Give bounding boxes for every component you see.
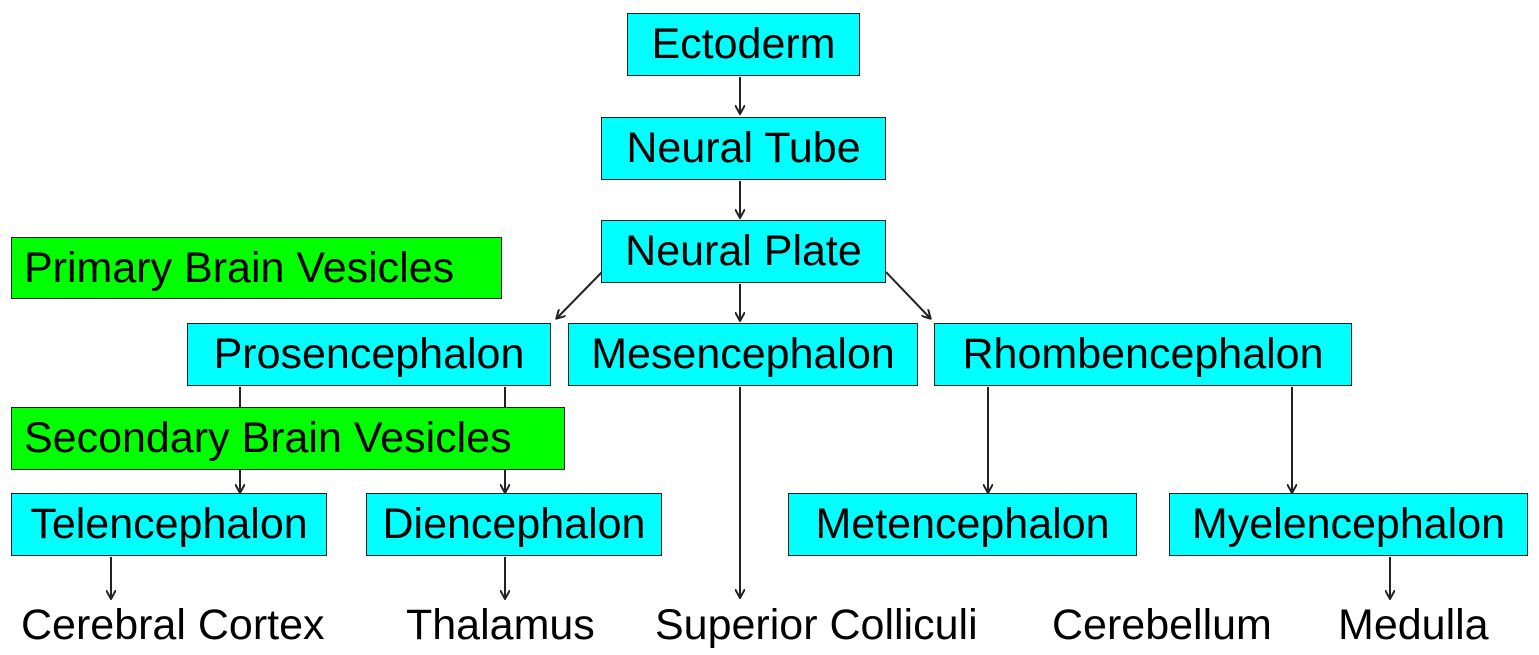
label-secondary-brain-vesicles-text: Secondary Brain Vesicles [24,414,512,462]
leaf-superior-colliculi: Superior Colliculi [655,601,978,649]
node-rhombencephalon-label: Rhombencephalon [962,330,1324,378]
node-diencephalon: Diencephalon [366,493,662,556]
node-diencephalon-label: Diencephalon [382,500,646,548]
node-mesencephalon: Mesencephalon [568,323,918,386]
node-myelencephalon: Myelencephalon [1169,493,1528,556]
leaf-cerebral-cortex: Cerebral Cortex [21,601,325,649]
node-neural-tube: Neural Tube [601,117,886,180]
node-neural-plate-label: Neural Plate [625,227,862,275]
leaf-thalamus: Thalamus [406,601,595,649]
node-prosencephalon: Prosencephalon [187,323,551,386]
node-myelencephalon-label: Myelencephalon [1191,500,1506,548]
node-ectoderm-label: Ectoderm [651,20,836,68]
label-primary-brain-vesicles-text: Primary Brain Vesicles [24,243,455,292]
node-rhombencephalon: Rhombencephalon [934,323,1352,386]
label-secondary-brain-vesicles: Secondary Brain Vesicles [11,407,565,470]
node-telencephalon-label: Telencephalon [30,500,308,548]
node-metencephalon-label: Metencephalon [815,500,1110,548]
node-metencephalon: Metencephalon [788,493,1137,556]
arrow-neural-plate-to-rhombencephalon [885,271,930,318]
label-primary-brain-vesicles: Primary Brain Vesicles [11,237,502,299]
leaf-cerebellum: Cerebellum [1052,601,1272,649]
node-telencephalon: Telencephalon [11,493,327,556]
node-neural-plate: Neural Plate [601,220,886,283]
node-prosencephalon-label: Prosencephalon [213,330,525,378]
node-ectoderm: Ectoderm [627,13,860,76]
node-neural-tube-label: Neural Tube [626,124,861,172]
leaf-medulla: Medulla [1338,601,1489,649]
arrow-neural-plate-to-prosencephalon [557,271,603,318]
node-mesencephalon-label: Mesencephalon [591,330,895,378]
